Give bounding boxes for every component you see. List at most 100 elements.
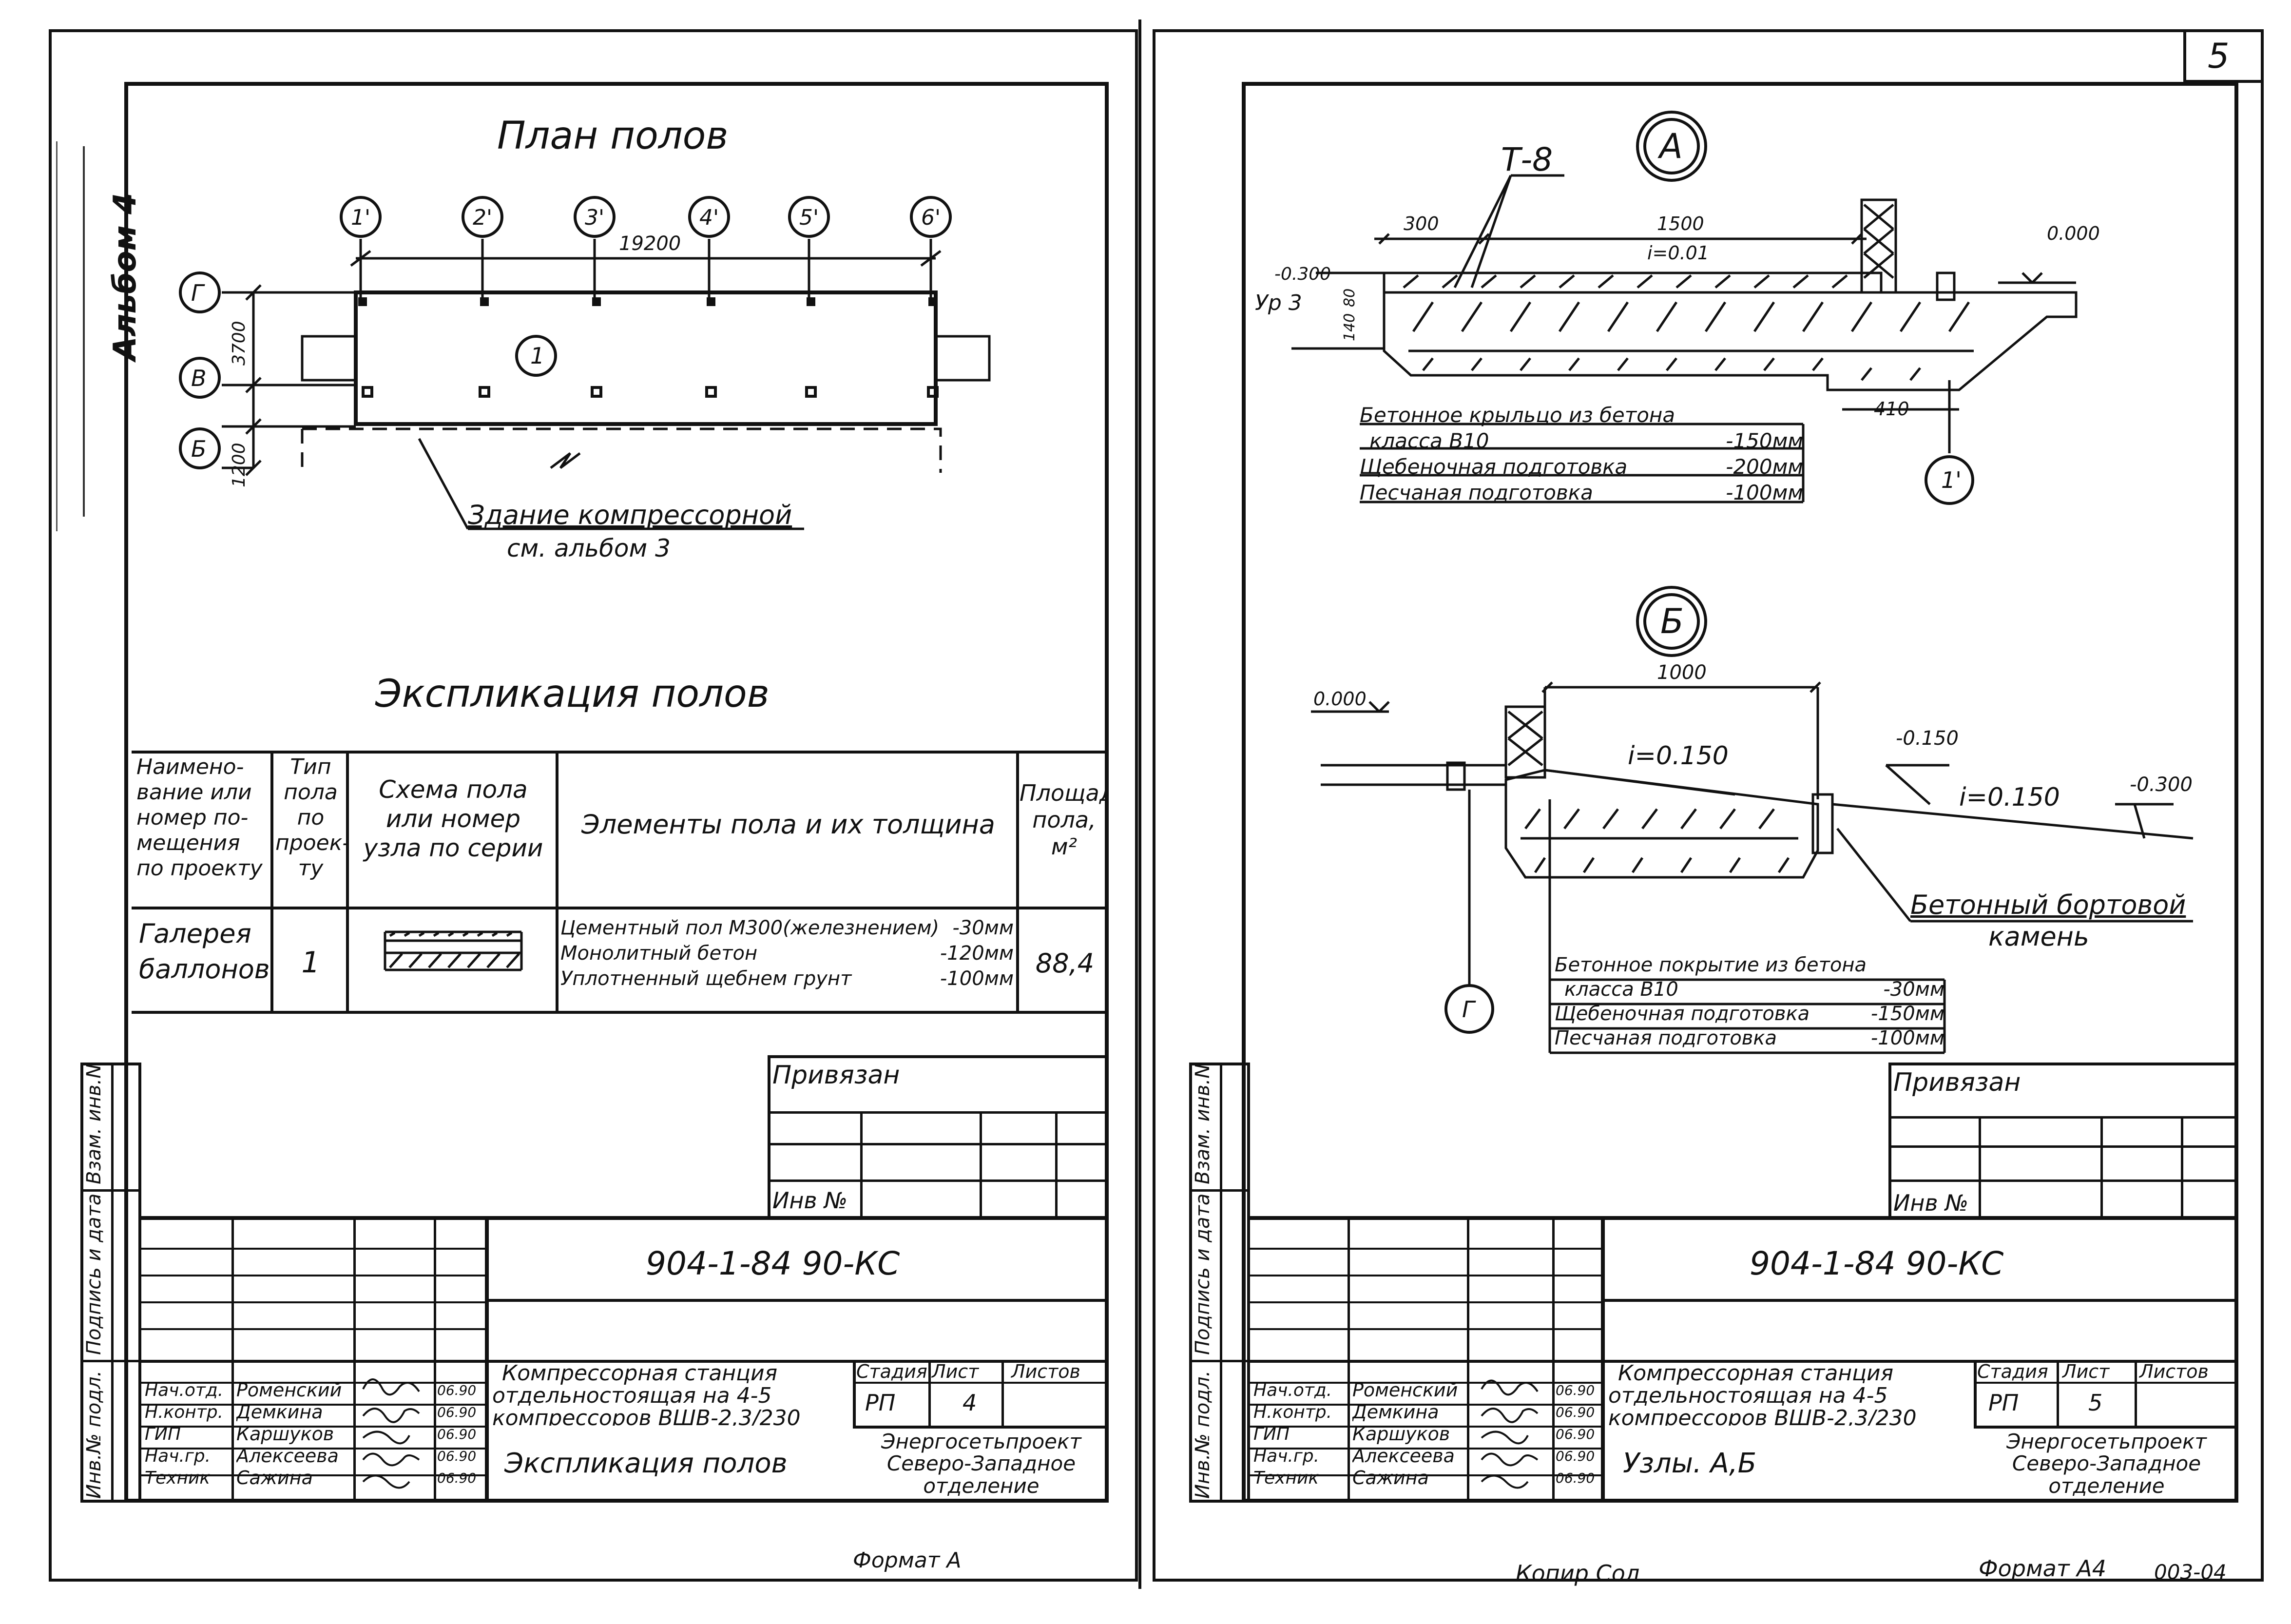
right-side-h1 xyxy=(1189,1189,1250,1192)
right-sheet-name: Узлы. А,Б xyxy=(1623,1448,1757,1479)
b-dim-1000: 1000 xyxy=(1657,661,1707,684)
right-stage-value: РП xyxy=(1988,1390,2019,1416)
node-a-letter: А xyxy=(1659,126,1683,166)
left-tb-vline-b xyxy=(353,1216,356,1503)
left-tb-vline-c xyxy=(434,1216,436,1503)
axis-1prime-label: 1' xyxy=(351,205,371,230)
a-legend: Бетонное крыльцо из бетона класса В10-15… xyxy=(1360,403,1803,504)
left-staff-dates: 06.90 06.90 06.90 06.90 06.90 xyxy=(437,1382,477,1486)
right-sheet-value: 5 xyxy=(2088,1390,2103,1416)
left-privyazan-row3 xyxy=(768,1179,1109,1182)
left-privyazan-col2 xyxy=(980,1111,982,1216)
b-level-0: 0.000 xyxy=(1313,688,1367,710)
right-tb-h10 xyxy=(1250,1448,1601,1450)
right-privyazan-col1 xyxy=(1979,1116,1981,1216)
header-floor-scheme: Схема пола или номер узла по серии xyxy=(363,775,543,862)
left-inv-no-label: Инв № xyxy=(772,1187,848,1214)
right-staff-roles: Нач.отд. Н.контр. ГИП Нач.гр. Техник xyxy=(1253,1380,1332,1488)
b-curb-label-1: Бетонный бортовой xyxy=(1910,889,2186,920)
left-stage-value: РП xyxy=(865,1390,896,1416)
right-tb-h6 xyxy=(1250,1360,2238,1363)
right-privyazan-row3 xyxy=(1888,1179,2238,1182)
b-axis-label: Г xyxy=(1462,996,1475,1023)
a-dim-300: 300 xyxy=(1404,213,1439,234)
a-dim-1500: 1500 xyxy=(1657,213,1704,234)
right-tb-h-stage xyxy=(1974,1382,2238,1384)
left-privyazan-col1 xyxy=(860,1111,863,1216)
left-tb-vline-d xyxy=(485,1216,489,1503)
left-privyazan-block xyxy=(768,1055,1109,1216)
left-organization: Энергосетьпроект Северо-Западное отделен… xyxy=(881,1431,1081,1501)
right-tb-vline-b xyxy=(1467,1216,1469,1503)
right-drawing-frame xyxy=(1242,82,2238,1503)
right-tb-h3 xyxy=(1250,1301,1601,1303)
row-floor-type: 1 xyxy=(301,946,320,980)
left-code: 904-1-84 90-КС xyxy=(646,1245,900,1282)
left-sheet-border xyxy=(49,29,1138,1582)
a-axis-label: 1' xyxy=(1941,467,1962,493)
right-tb-h1 xyxy=(1250,1248,1601,1250)
left-tb-h2 xyxy=(141,1275,485,1276)
right-privyazan-col2 xyxy=(2100,1116,2103,1216)
right-tb-h-org xyxy=(1974,1426,2238,1429)
node-b-letter: Б xyxy=(1660,601,1684,641)
axis-g-label: Г xyxy=(191,280,204,306)
left-tb-v-lists xyxy=(1001,1360,1004,1426)
right-tb-vline-c xyxy=(1552,1216,1555,1503)
right-privyazan-col3 xyxy=(2181,1116,2183,1216)
left-sheet-name: Экспликация полов xyxy=(504,1448,788,1479)
right-privyazan-label: Привязан xyxy=(1893,1068,2021,1097)
a-slope: i=0.01 xyxy=(1647,242,1710,264)
row-room-name: Галерея баллонов xyxy=(139,918,270,985)
left-tb-h5 xyxy=(485,1299,1109,1302)
right-sheet-border xyxy=(1153,29,2264,1582)
building-ref: см. альбом 3 xyxy=(507,534,671,562)
axis-2prime-label: 2' xyxy=(473,205,493,230)
margin-stamp-lines-2 xyxy=(56,141,58,531)
axis-5prime-label: 5' xyxy=(799,205,819,230)
left-tb-v-list xyxy=(928,1360,931,1426)
t8-label: Т-8 xyxy=(1501,141,1553,178)
left-drawing-frame xyxy=(124,82,1109,1503)
right-side-h2 xyxy=(1189,1360,1250,1362)
right-privyazan-row2 xyxy=(1888,1145,2238,1148)
header-room-name: Наимено- вание или номер по- мещения по … xyxy=(136,754,263,881)
left-sheet-value: 4 xyxy=(963,1390,977,1416)
left-tb-h11 xyxy=(141,1474,485,1476)
left-side-h2 xyxy=(80,1360,141,1362)
header-floor-elements: Элементы пола и их толщина xyxy=(581,809,995,840)
right-title-block xyxy=(1250,1216,2238,1503)
header-floor-type: Тип пола по проек- ту xyxy=(275,754,346,881)
right-side-column xyxy=(1189,1063,1250,1503)
left-privyazan-row2 xyxy=(768,1143,1109,1145)
left-privyazan-row1 xyxy=(768,1111,1109,1114)
left-sheets-header: Листов xyxy=(1011,1361,1080,1382)
explication-title: Экспликация полов xyxy=(375,672,770,716)
b-curb-label-2: камень xyxy=(1988,921,2089,952)
right-privyazan-row1 xyxy=(1888,1116,2238,1119)
left-format-label: Формат А xyxy=(853,1548,962,1573)
page-number-box xyxy=(2183,29,2264,83)
header-floor-area: Площадь пола, м² xyxy=(1020,780,1109,860)
margin-stamp-lines xyxy=(83,146,85,517)
left-tb-h6 xyxy=(141,1360,1109,1363)
right-tb-h7 xyxy=(1250,1382,1601,1384)
right-project-title: Компрессорная станция отдельностоящая на… xyxy=(1608,1362,1917,1426)
left-privyazan-label: Привязан xyxy=(772,1061,900,1090)
right-tb-v-stage xyxy=(1974,1360,1977,1426)
left-tb-h7 xyxy=(141,1382,485,1384)
right-tb-v-lists xyxy=(2135,1360,2137,1426)
left-tb-h1 xyxy=(141,1248,485,1250)
right-tb-h8 xyxy=(1250,1404,1601,1406)
left-sheet-header: Лист xyxy=(932,1361,979,1382)
right-tb-v-list xyxy=(2057,1360,2059,1426)
right-inv-no-label: Инв № xyxy=(1893,1190,1969,1216)
left-stage-header: Стадия xyxy=(856,1361,927,1382)
b-slope-1: i=0.150 xyxy=(1628,741,1729,771)
b-level-m150: -0.150 xyxy=(1896,727,1959,750)
table-col-divider-4 xyxy=(1016,751,1019,1014)
copied-label: Копир Сол xyxy=(1516,1560,1640,1586)
left-tb-vline-a xyxy=(231,1216,234,1503)
